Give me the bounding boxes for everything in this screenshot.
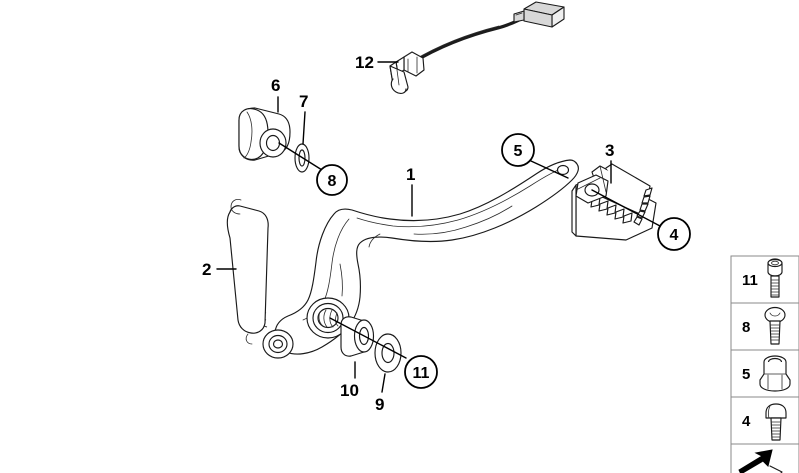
callout-8-leader: [278, 142, 323, 171]
callout-1-label: 1: [406, 165, 415, 184]
hex-head-bolt-icon: [765, 403, 787, 441]
pedal-pivot-boss: [306, 297, 350, 339]
flange-lock-nut-icon: [759, 355, 791, 392]
callout-9-leader: [381, 373, 386, 393]
legend-row-8: [730, 302, 799, 351]
callout-8-circle-group: 8: [278, 142, 348, 196]
callout-4-circle: [657, 217, 691, 251]
callout-4-label: 4: [670, 227, 679, 244]
part-brake-pedal-lever: 1: [262, 159, 579, 359]
callout-11-leader: [329, 317, 407, 359]
callout-11-label: 11: [413, 365, 430, 382]
part-pivot-washer: 9: [374, 333, 402, 414]
legend-number-5: 5: [742, 366, 750, 383]
callout-10-label: 10: [340, 381, 359, 400]
callout-5-circle: [501, 133, 535, 167]
pedal-spring-eye: [262, 329, 294, 359]
switch-wire-highlight: [413, 25, 500, 61]
part-return-spring: 2: [202, 199, 269, 345]
socket-cap-screw-icon: [767, 258, 783, 298]
part-pivot-sleeve: 10: [340, 316, 375, 400]
part-rubber-bushing: 6: [238, 76, 291, 161]
callout-5-circle-group: 5: [501, 133, 569, 179]
callout-9-label: 9: [375, 395, 384, 414]
pad-front-teeth: [590, 196, 633, 224]
callout-11-circle-group: 11: [329, 317, 438, 389]
callout-4-circle-group: 4: [591, 189, 691, 251]
switch-connector: [513, 1, 565, 28]
callout-8-label: 8: [328, 173, 337, 190]
arrow-icon: [738, 449, 783, 473]
callout-7-label: 7: [299, 92, 308, 111]
part-brake-light-switch: 12: [355, 1, 565, 94]
hardware-legend-panel: 11 8: [730, 255, 799, 473]
callout-12-label: 12: [355, 53, 374, 72]
callout-4-leader: [591, 189, 661, 227]
callout-5-leader: [530, 160, 569, 179]
callout-5-label: 5: [514, 143, 523, 160]
part-pedal-foot-pad: 3: [571, 141, 657, 241]
legend-number-11: 11: [742, 272, 758, 289]
pedal-upper-eye: [556, 164, 570, 176]
callout-6-label: 6: [271, 76, 280, 95]
switch-body: [389, 51, 425, 94]
legend-number-8: 8: [742, 319, 750, 336]
callout-11-circle: [404, 355, 438, 389]
legend-row-11: [730, 255, 799, 304]
callout-8-circle: [316, 164, 348, 196]
legend-number-4: 4: [742, 413, 751, 430]
switch-wire: [410, 13, 530, 65]
callout-3-label: 3: [605, 141, 614, 160]
callout-2-label: 2: [202, 260, 211, 279]
legend-row-4: [730, 396, 799, 445]
button-head-screw-icon: [764, 306, 786, 345]
callout-7-leader: [302, 111, 306, 145]
